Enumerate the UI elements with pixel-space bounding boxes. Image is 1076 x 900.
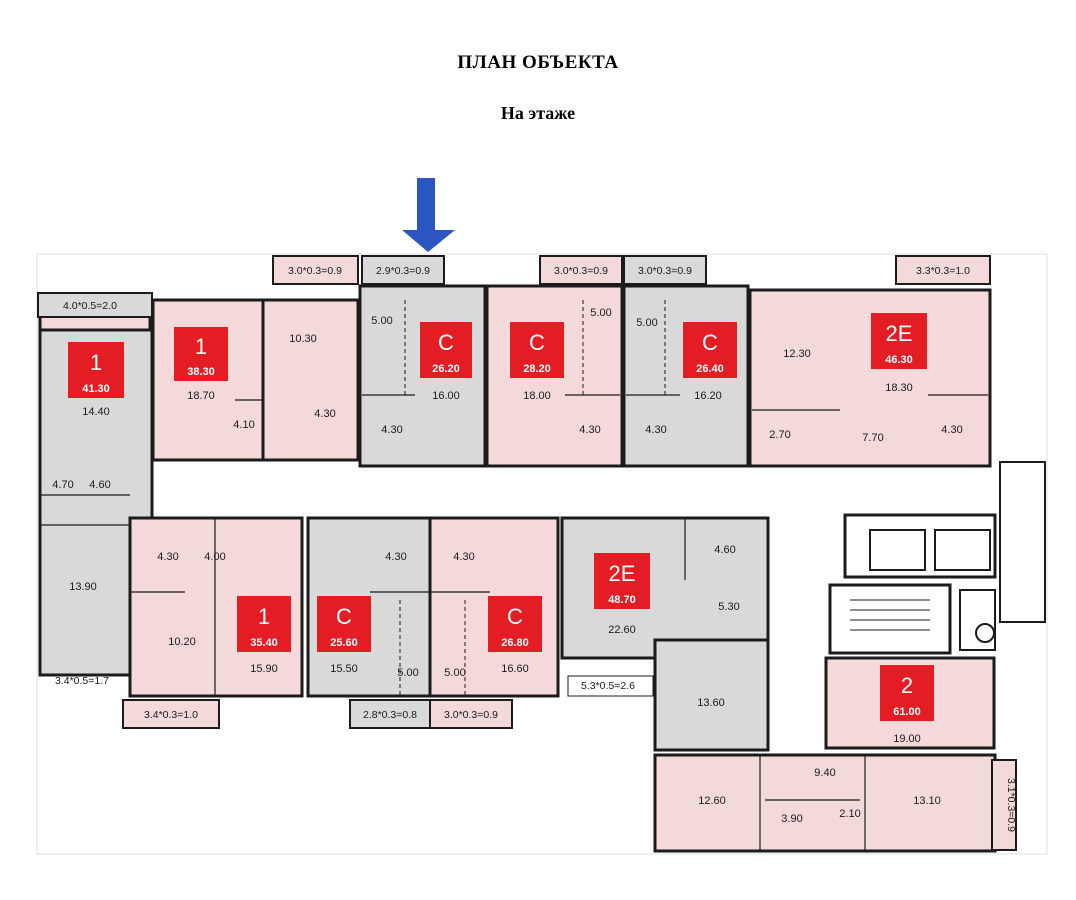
apartment-area: 25.60: [330, 637, 358, 649]
apartment-badge[interactable]: C 26.80: [488, 596, 542, 652]
room-area-label: 12.30: [783, 348, 811, 360]
balcony-label: 3.0*0.3=0.9: [638, 265, 692, 277]
balcony-label: 2.8*0.3=0.8: [363, 709, 417, 721]
room-area-label: 4.30: [157, 551, 178, 563]
apartment-badge[interactable]: 1 38.30: [174, 327, 228, 381]
apartment-type: 1: [258, 604, 270, 629]
balcony-label: 3.1*0.3=0.9: [1005, 778, 1017, 832]
apartment-type: C: [336, 604, 352, 629]
room-area-label: 5.00: [371, 315, 392, 327]
apartment-badge[interactable]: 1 41.30: [68, 342, 124, 398]
apartment-area: 38.30: [187, 366, 215, 378]
apartment-type: C: [702, 330, 718, 355]
room-area-label: 9.40: [814, 767, 835, 779]
room-area-label: 2.10: [839, 808, 860, 820]
room-area-label: 16.00: [432, 390, 460, 402]
room-area-label: 18.00: [523, 390, 551, 402]
balcony-label: 4.0*0.5=2.0: [63, 300, 117, 312]
balcony-label: 5.3*0.5=2.6: [581, 680, 635, 692]
apartment-badge[interactable]: C 28.20: [510, 322, 564, 378]
apartment-badge[interactable]: 1 35.40: [237, 596, 291, 652]
plan-title: ПЛАН ОБЪЕКТА: [457, 52, 619, 73]
room-area-label: 4.30: [381, 424, 402, 436]
room-area-label: 10.20: [168, 636, 196, 648]
apartment-area: 26.80: [501, 637, 529, 649]
room-area-label: 4.30: [453, 551, 474, 563]
room-area-label: 18.30: [885, 382, 913, 394]
room-area-label: 4.70: [52, 479, 73, 491]
apartment-area: 28.20: [523, 363, 551, 375]
apartment-area: 35.40: [250, 637, 278, 649]
room-area-label: 4.60: [89, 479, 110, 491]
apartment-area: 26.40: [696, 363, 724, 375]
apartment-type: 2E: [609, 561, 636, 586]
apartment-type: C: [438, 330, 454, 355]
room-area-label: 10.30: [289, 333, 317, 345]
room-area-label: 14.40: [82, 406, 110, 418]
apartment-area: 48.70: [608, 594, 636, 606]
apartment-area: 41.30: [82, 383, 110, 395]
apartment-badge[interactable]: C 26.40: [683, 322, 737, 378]
room-area-label: 4.30: [579, 424, 600, 436]
balcony-label: 3.0*0.3=0.9: [554, 265, 608, 277]
balcony-label: 3.4*0.3=1.0: [144, 709, 198, 721]
room-area-label: 5.00: [636, 317, 657, 329]
room-area-label: 13.60: [697, 697, 725, 709]
room-area-label: 4.10: [233, 419, 254, 431]
room-area-label: 5.00: [444, 667, 465, 679]
room-area-label: 19.00: [893, 733, 921, 745]
apartment-badge[interactable]: 2E 48.70: [594, 553, 650, 609]
apartment-type: 1: [195, 334, 207, 359]
room-area-label: 13.10: [913, 795, 941, 807]
room-area-label: 4.30: [314, 408, 335, 420]
apartment-badge[interactable]: C 25.60: [317, 596, 371, 652]
apartment-type: C: [507, 604, 523, 629]
room-area-label: 2.70: [769, 429, 790, 441]
room-area-label: 12.60: [698, 795, 726, 807]
room-area-label: 4.00: [204, 551, 225, 563]
apartment-badge[interactable]: C 26.20: [420, 322, 472, 378]
room-area-label: 4.30: [385, 551, 406, 563]
room-area-label: 18.70: [187, 390, 215, 402]
apartment-type: C: [529, 330, 545, 355]
apartment-type: 2: [901, 673, 913, 698]
room-area-label: 4.60: [714, 544, 735, 556]
balcony-label: 3.3*0.3=1.0: [916, 265, 970, 277]
room-area-label: 3.90: [781, 813, 802, 825]
room-area-label: 22.60: [608, 624, 636, 636]
room-area-label: 16.60: [501, 663, 529, 675]
plan-subtitle: На этаже: [500, 103, 576, 123]
room-area-label: 16.20: [694, 390, 722, 402]
room-area-label: 13.90: [69, 581, 97, 593]
room-area-label: 5.30: [718, 601, 739, 613]
room-area-label: 7.70: [862, 432, 883, 444]
apartment-type: 1: [90, 350, 102, 375]
entrance-arrow-icon: [402, 178, 455, 252]
apartment-area: 26.20: [432, 363, 460, 375]
apartment-type: 2E: [886, 321, 913, 346]
apartment-badge[interactable]: 2E 46.30: [871, 313, 927, 369]
balcony-label: 3.0*0.3=0.9: [288, 265, 342, 277]
apartment-badge[interactable]: 2 61.00: [880, 665, 934, 721]
room-area-label: 15.50: [330, 663, 358, 675]
room-area-label: 5.00: [590, 307, 611, 319]
room-area-label: 5.00: [397, 667, 418, 679]
apartment-area: 61.00: [893, 706, 921, 718]
room-area-label: 4.30: [941, 424, 962, 436]
balcony-label: 2.9*0.3=0.9: [376, 265, 430, 277]
room-area-label: 15.90: [250, 663, 278, 675]
balcony-label: 3.4*0.5=1.7: [55, 675, 109, 687]
apartment-area: 46.30: [885, 354, 913, 366]
balcony-label: 3.0*0.3=0.9: [444, 709, 498, 721]
room-area-label: 4.30: [645, 424, 666, 436]
